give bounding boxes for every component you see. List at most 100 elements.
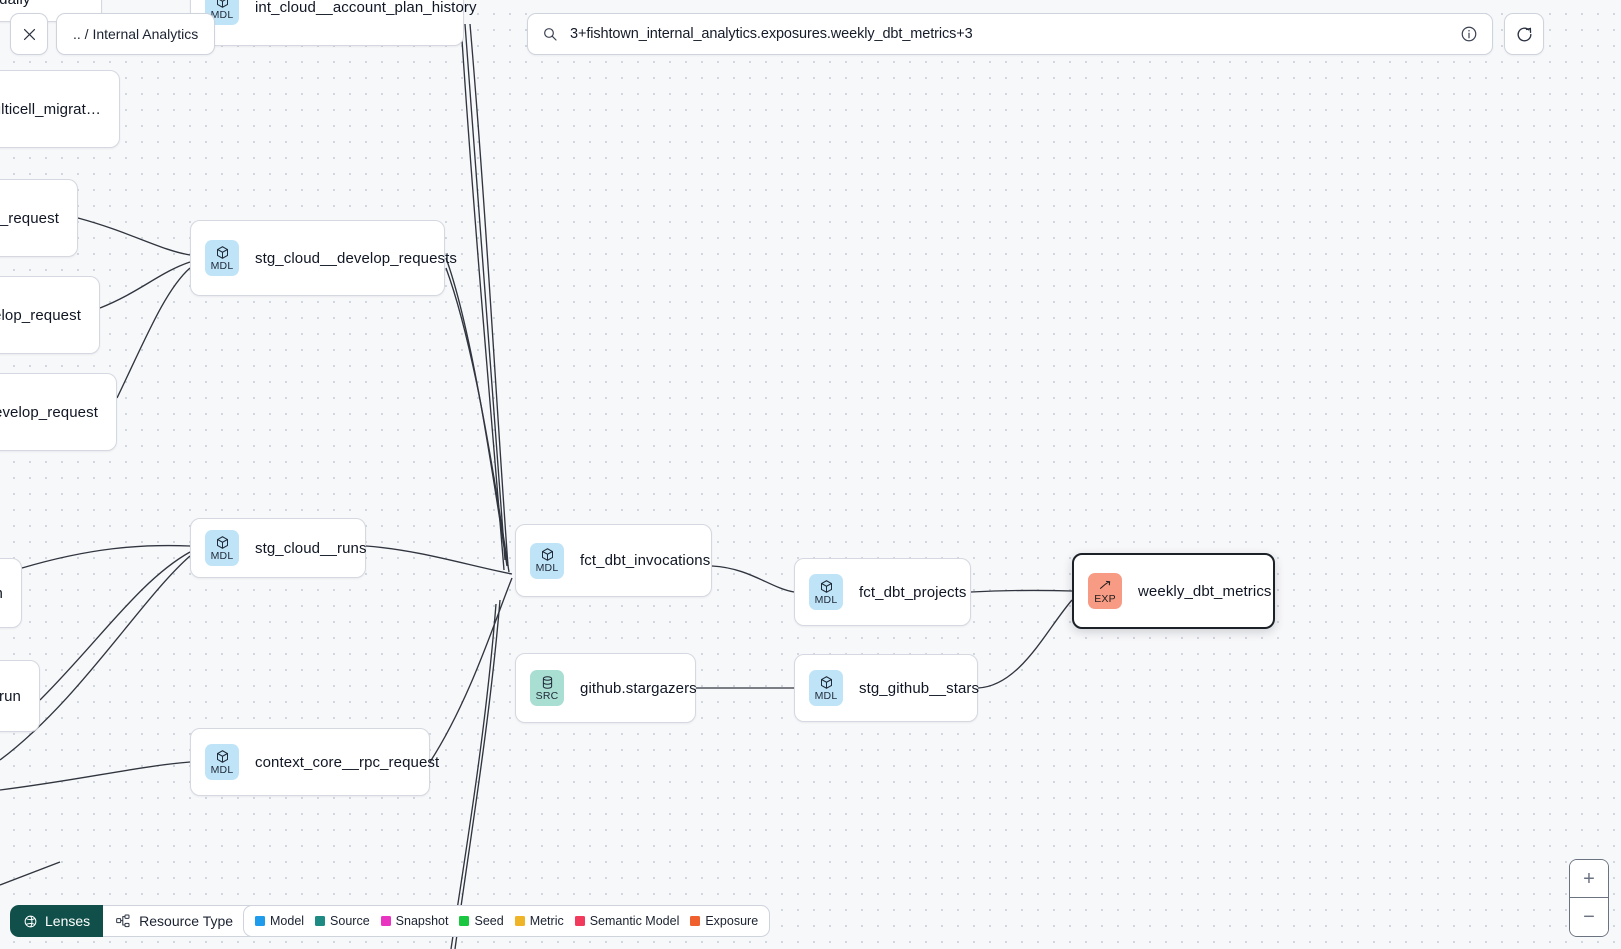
- zoom-out-button[interactable]: −: [1570, 898, 1608, 936]
- node-label: snapshot_daily: [0, 0, 30, 8]
- graph-node-int-cloud-account-plan-history[interactable]: MDL int_cloud__account_plan_history: [190, 0, 476, 46]
- lenses-label: Lenses: [45, 913, 91, 929]
- zoom-in-button[interactable]: +: [1570, 860, 1608, 898]
- resource-type-icon: [116, 914, 130, 928]
- cube-icon: [820, 675, 832, 689]
- legend-swatch: [255, 916, 265, 926]
- source-badge: SRC: [530, 670, 564, 706]
- graph-node-weekly-dbt-metrics[interactable]: EXP weekly_dbt_metrics: [1072, 553, 1275, 629]
- badge-text: EXP: [1094, 592, 1116, 605]
- graph-node-op-request[interactable]: op_request: [0, 179, 78, 257]
- node-label: stg_github__stars: [859, 679, 980, 697]
- legend-swatch: [380, 916, 391, 926]
- model-badge: MDL: [205, 744, 239, 780]
- cube-icon: [820, 579, 832, 593]
- zoom-controls: + −: [1569, 859, 1609, 937]
- graph-node-develop-request[interactable]: _develop_request: [0, 373, 117, 451]
- badge-text: MDL: [535, 562, 559, 575]
- graph-node-stg-cloud-runs[interactable]: MDL stg_cloud__runs: [190, 518, 366, 578]
- legend-label: Metric: [529, 914, 564, 928]
- cube-icon: [216, 245, 228, 259]
- badge-text: MDL: [210, 259, 234, 272]
- graph-node-context-core-rpc-request[interactable]: MDL context_core__rpc_request: [190, 728, 439, 796]
- cube-icon: [541, 548, 553, 562]
- badge-text: MDL: [210, 8, 234, 21]
- node-label: n: [0, 585, 3, 602]
- bottom-toolbar: Lenses Resource Type: [10, 905, 267, 937]
- cube-icon: [216, 535, 228, 549]
- breadcrumb[interactable]: .. / Internal Analytics: [56, 13, 216, 55]
- exposure-badge: EXP: [1088, 573, 1122, 609]
- legend-label: Source: [330, 914, 370, 928]
- node-label: stg_cloud__develop_requests: [255, 249, 458, 267]
- model-badge: MDL: [205, 530, 239, 566]
- info-icon[interactable]: [1460, 25, 1478, 43]
- node-label: fct_dbt_projects: [859, 583, 967, 601]
- node-label: multicell_migrat…: [0, 100, 101, 118]
- node-label: int_cloud__account_plan_history: [255, 0, 477, 16]
- legend-item-seed: Seed: [459, 914, 504, 928]
- badge-text: MDL: [814, 689, 838, 702]
- model-badge: MDL: [809, 574, 843, 610]
- model-badge: MDL: [205, 240, 239, 276]
- legend-swatch: [315, 916, 326, 926]
- legend-label: Semantic Model: [589, 914, 680, 928]
- graph-node-clipped-n[interactable]: n: [0, 558, 22, 628]
- database-icon: [542, 675, 552, 689]
- node-label: op_request: [0, 209, 59, 227]
- legend-item-exposure: Exposure: [690, 914, 758, 928]
- legend-item-model: Model: [255, 914, 304, 928]
- resource-type-legend: Model Source Snapshot Seed Metric Semant…: [243, 905, 771, 937]
- legend-item-snapshot: Snapshot: [380, 914, 449, 928]
- model-badge: MDL: [809, 670, 843, 706]
- graph-node-fct-dbt-projects[interactable]: MDL fct_dbt_projects: [794, 558, 971, 626]
- legend-label: Snapshot: [395, 914, 449, 928]
- legend-swatch: [574, 916, 585, 926]
- legend-swatch: [459, 916, 470, 926]
- legend-label: Seed: [474, 914, 504, 928]
- model-badge: MDL: [530, 542, 564, 579]
- breadcrumb-label: .. / Internal Analytics: [73, 26, 199, 42]
- node-label: github.stargazers: [580, 679, 697, 697]
- badge-text: MDL: [210, 549, 234, 562]
- node-label: fct_dbt_invocations: [580, 552, 711, 569]
- node-label: _develop_request: [0, 403, 98, 421]
- legend-label: Exposure: [705, 914, 759, 928]
- search-input[interactable]: [568, 25, 1450, 43]
- lenses-button[interactable]: Lenses: [10, 905, 104, 937]
- node-label: stg_cloud__runs: [255, 539, 367, 557]
- legend-item-metric: Metric: [514, 914, 564, 928]
- node-label: weekly_dbt_metrics: [1138, 582, 1272, 600]
- legend-swatch: [690, 916, 701, 926]
- legend-item-semantic-model: Semantic Model: [574, 914, 680, 928]
- node-label: context_core__rpc_request: [255, 753, 440, 771]
- graph-node-velop-request[interactable]: velop_request: [0, 276, 100, 354]
- refresh-button[interactable]: [1504, 13, 1544, 55]
- graph-node-fct-dbt-invocations[interactable]: MDL fct_dbt_invocations: [515, 524, 712, 597]
- close-icon: [23, 28, 35, 40]
- badge-text: MDL: [814, 593, 838, 606]
- node-label: velop_request: [0, 306, 81, 324]
- search-bar[interactable]: [527, 13, 1493, 55]
- legend-swatch: [514, 916, 525, 926]
- close-button[interactable]: [10, 13, 48, 55]
- badge-text: MDL: [210, 763, 234, 776]
- legend-item-source: Source: [315, 914, 370, 928]
- lens-icon: [24, 915, 37, 927]
- resource-type-button[interactable]: Resource Type: [103, 905, 267, 937]
- badge-text: SRC: [535, 689, 559, 702]
- search-icon: [544, 28, 557, 41]
- graph-node-github-stargazers[interactable]: SRC github.stargazers: [515, 653, 697, 723]
- graph-node-stg-cloud-develop-requests[interactable]: MDL stg_cloud__develop_requests: [190, 220, 457, 296]
- resource-type-label: Resource Type: [139, 913, 234, 929]
- refresh-icon: [1517, 27, 1532, 41]
- chart-line-icon: [1099, 580, 1110, 589]
- node-label: _run: [0, 687, 21, 705]
- cube-icon: [216, 0, 228, 8]
- graph-node-stg-github-stars[interactable]: MDL stg_github__stars: [794, 654, 980, 722]
- graph-node-clipped-run[interactable]: _run: [0, 660, 40, 732]
- graph-node-multicell-migration[interactable]: multicell_migrat…: [0, 70, 120, 148]
- legend-label: Model: [270, 914, 305, 928]
